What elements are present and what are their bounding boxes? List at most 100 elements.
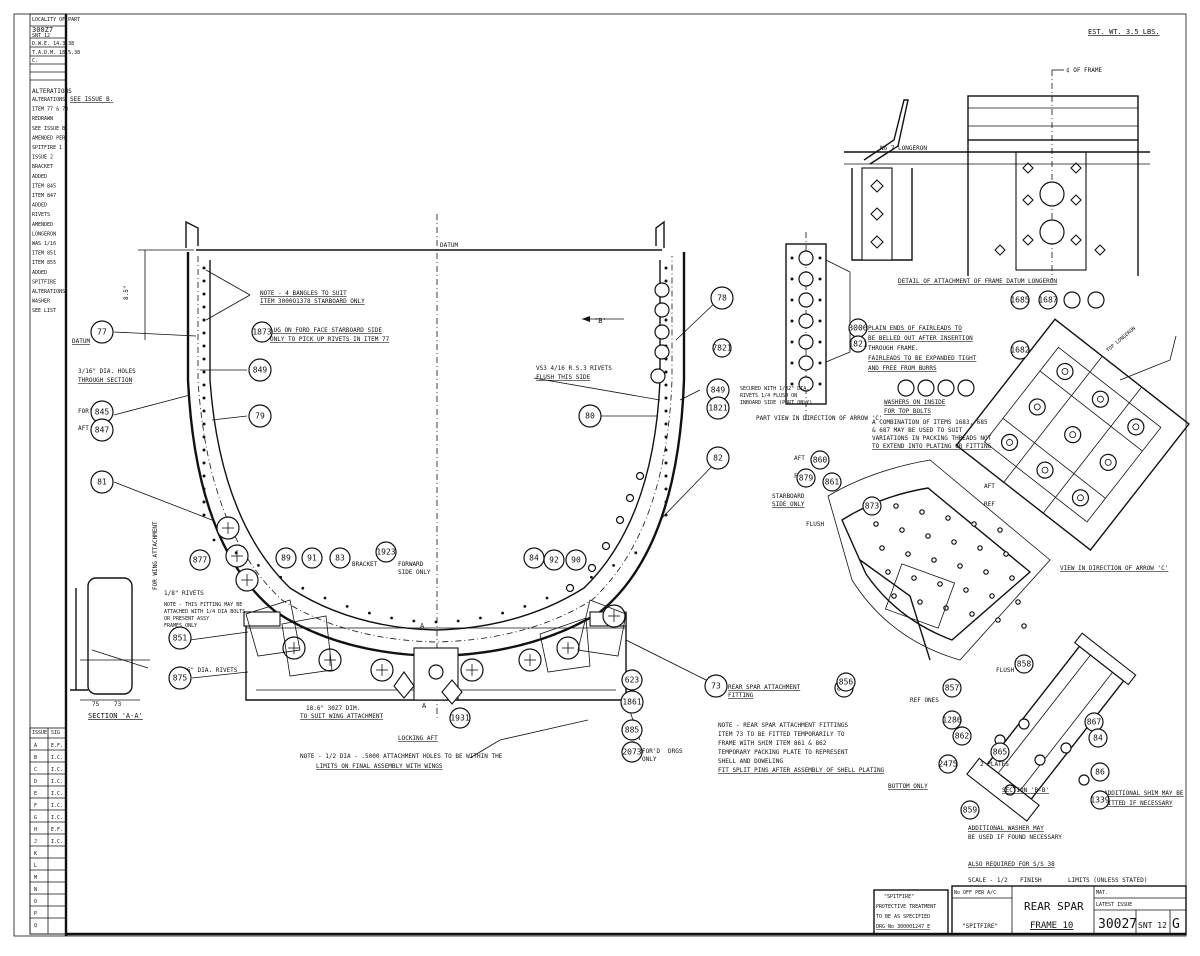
latest-issue: LATEST ISSUE xyxy=(1096,902,1132,908)
issue-cell: B xyxy=(34,755,37,761)
two-plates: 2 PLATES xyxy=(980,761,1009,768)
alteration-line: ISSUE 2 xyxy=(32,155,53,161)
fairleads-2: BE BELLED OUT AFTER INSERTION xyxy=(868,335,973,342)
mat-label: MAT. xyxy=(1096,890,1108,896)
fairlead-hole xyxy=(798,313,814,329)
svg-text:SHELL AND DOWELING: SHELL AND DOWELING xyxy=(718,758,783,765)
frame-inner-edge xyxy=(209,260,661,631)
add-washer-1: ADDITIONAL WASHER MAY xyxy=(968,825,1044,832)
svg-text:91: 91 xyxy=(307,554,317,563)
svg-text:84: 84 xyxy=(529,554,539,563)
frame-centre-label: ¢ OF FRAME xyxy=(1066,67,1103,74)
rivets-right-2: FLUSH THIS SIDE xyxy=(536,374,591,381)
bottom-only: BOTTOM ONLY xyxy=(888,783,928,790)
issue-cell: O xyxy=(34,899,37,905)
bubble-90: 90 xyxy=(565,549,587,571)
bubble-89: 89 xyxy=(275,547,297,569)
bubble-86: 86 xyxy=(1090,762,1110,782)
forward-side-2: SIDE ONLY xyxy=(398,569,431,576)
section-bolt xyxy=(1004,784,1016,796)
sig-cell: I.C. xyxy=(51,803,63,809)
svg-text:1923: 1923 xyxy=(376,548,395,557)
bubble-78: 78 xyxy=(710,286,734,310)
washers-3: A COMBINATION OF ITEMS 1683, 685 xyxy=(872,419,988,426)
issue-cell: J xyxy=(34,839,37,845)
starboard-1: STARBOARD xyxy=(772,493,805,500)
section-aa-title: SECTION 'A-A' xyxy=(88,712,143,720)
fitting-bolt xyxy=(1056,362,1074,381)
left-header-3: SNT 12 xyxy=(32,33,50,39)
alteration-line: REDRAWN xyxy=(32,116,53,122)
ref-fwd: REF xyxy=(984,501,995,508)
scale-label: SCALE - 1/2 xyxy=(968,877,1008,884)
svg-text:875: 875 xyxy=(173,674,188,683)
dim-wing-1: 18.6" 30Z7 DIM. xyxy=(306,705,360,712)
alteration-line: ITEM 77 & 78 xyxy=(32,107,68,113)
bubble-1687: 1687 xyxy=(1038,290,1058,310)
ref-ones: REF ONES xyxy=(910,697,939,704)
longeron-label: No 7 LONGERON xyxy=(880,145,927,152)
issue-cell: G xyxy=(34,815,37,821)
svg-text:867: 867 xyxy=(1087,718,1102,727)
fairleads-1: PLAIN ENDS OF FAIRLEADS TO xyxy=(868,325,962,332)
right-section: STARBOARD SIDE ONLY FLUSH AFT FOR'D AFT … xyxy=(772,450,1184,868)
limits-label: LIMITS (UNLESS STATED) xyxy=(1068,877,1147,884)
note-fitting-3: OR PRESENT ASSY xyxy=(164,616,209,622)
svg-text:1682: 1682 xyxy=(1010,346,1029,355)
part-note-2: RIVETS 1/4 FLUSH ON xyxy=(740,393,797,399)
issue-header: ISSUE xyxy=(32,730,47,736)
svg-text:873: 873 xyxy=(865,502,880,511)
bolt-hole xyxy=(615,515,625,525)
fitting-bolt xyxy=(1000,433,1019,452)
svg-text:860: 860 xyxy=(813,456,828,465)
see-issue-note: SEE ISSUE B. xyxy=(70,96,113,103)
alteration-line: ADDED xyxy=(32,270,47,276)
alteration-line: WASHER xyxy=(32,299,51,305)
bolt-hole xyxy=(601,541,611,551)
drawing-number: 30027 xyxy=(1098,917,1137,932)
part-note-3: INBOARD SIDE (PORT ONLY) xyxy=(740,400,812,406)
left-header-5: T.A.D.M. 18.5.38 xyxy=(32,50,80,56)
svg-text:3006: 3006 xyxy=(848,324,867,333)
svg-text:1931: 1931 xyxy=(450,714,469,723)
svg-text:1861: 1861 xyxy=(622,698,641,707)
svg-text:ITEM 73 TO BE FITTED TEMPORARI: ITEM 73 TO BE FITTED TEMPORARILY TO xyxy=(718,731,845,738)
left-header-2: 300Z7 xyxy=(32,26,53,34)
section-bolt xyxy=(1060,742,1072,754)
bubble-861: 861 xyxy=(822,472,842,492)
issue-cell: E xyxy=(34,791,37,797)
svg-text:2475: 2475 xyxy=(938,760,957,769)
note-holes-2: LIMITS ON FINAL ASSEMBLY WITH WINGS xyxy=(316,763,443,770)
washers-4: & 687 MAY BE USED TO SUIT xyxy=(872,427,963,434)
bubble-885: 885 xyxy=(621,719,643,741)
svg-text:79: 79 xyxy=(255,412,265,421)
prot-2: TO BE AS SPECIFIED xyxy=(876,914,930,920)
bubble-1923: 1923 xyxy=(375,541,397,563)
main-frame-view: DATUM DATUM 8.5" xyxy=(70,214,885,774)
svg-text:885: 885 xyxy=(625,726,640,735)
bubble-73: 73 xyxy=(704,674,728,698)
sig-cell: I.C. xyxy=(51,755,63,761)
rivets-18: 1/8" RIVETS xyxy=(164,590,204,597)
svg-text:73: 73 xyxy=(114,701,122,708)
svg-text:856: 856 xyxy=(839,678,854,687)
issue-cell: H xyxy=(34,827,37,833)
svg-text:1821: 1821 xyxy=(848,340,867,349)
note-fitting-4: FRAMES ONLY xyxy=(164,623,197,629)
bubble-2475: 2475 xyxy=(938,754,958,774)
issue-cell: N xyxy=(34,887,37,893)
alteration-line: AMENDED PER xyxy=(32,135,66,141)
est-weight: EST. WT. 3.5 LBS. xyxy=(1088,28,1160,36)
detail-longeron: ¢ OF FRAME No 7 LONGERON DETAIL OF ATTAC… xyxy=(844,67,1150,285)
rivets xyxy=(202,266,668,624)
bubble-84: 84 xyxy=(523,547,545,569)
rear-spar-note: NOTE - REAR SPAR ATTACHMENT FITTINGS ITE… xyxy=(718,722,885,774)
view-b-arrow: 'B' xyxy=(594,317,607,325)
svg-text:NOTE - REAR SPAR ATTACHMENT FI: NOTE - REAR SPAR ATTACHMENT FITTINGS xyxy=(718,722,848,729)
bracket-label: BRACKET xyxy=(352,561,378,568)
issue-cell: A xyxy=(34,743,37,749)
alteration-line: SPITFIRE xyxy=(32,279,56,285)
bubble-849r: 849 xyxy=(706,378,730,402)
fwd-only-1: FOR'D xyxy=(642,748,660,755)
